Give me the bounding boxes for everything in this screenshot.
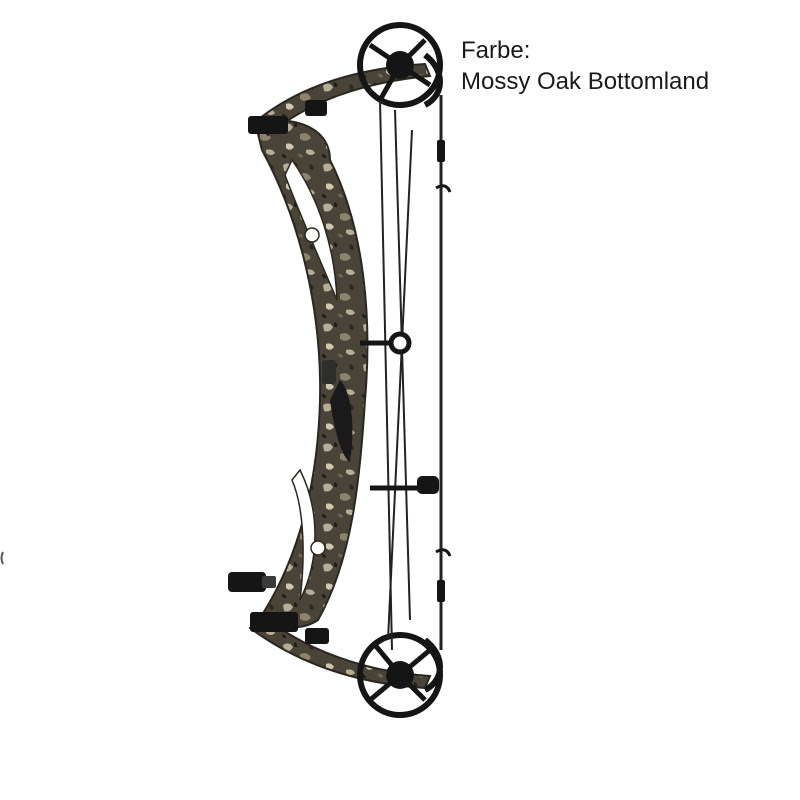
bow-upper-cam <box>357 22 443 108</box>
bow-lower-cam <box>357 632 443 718</box>
bow-cables <box>379 99 413 651</box>
color-label: Farbe: <box>461 37 531 64</box>
bow-stabilizer <box>228 572 276 592</box>
bow-cable-roller <box>360 331 412 355</box>
bow-string-accessories <box>435 140 452 602</box>
edge-mark <box>0 551 4 565</box>
product-color-caption: Farbe: Mossy Oak Bottomland <box>461 35 709 97</box>
color-value: Mossy Oak Bottomland <box>461 68 710 95</box>
bow-riser <box>253 119 369 629</box>
bow-accessory-mount <box>370 476 439 494</box>
bow-upper-limb <box>248 62 432 137</box>
